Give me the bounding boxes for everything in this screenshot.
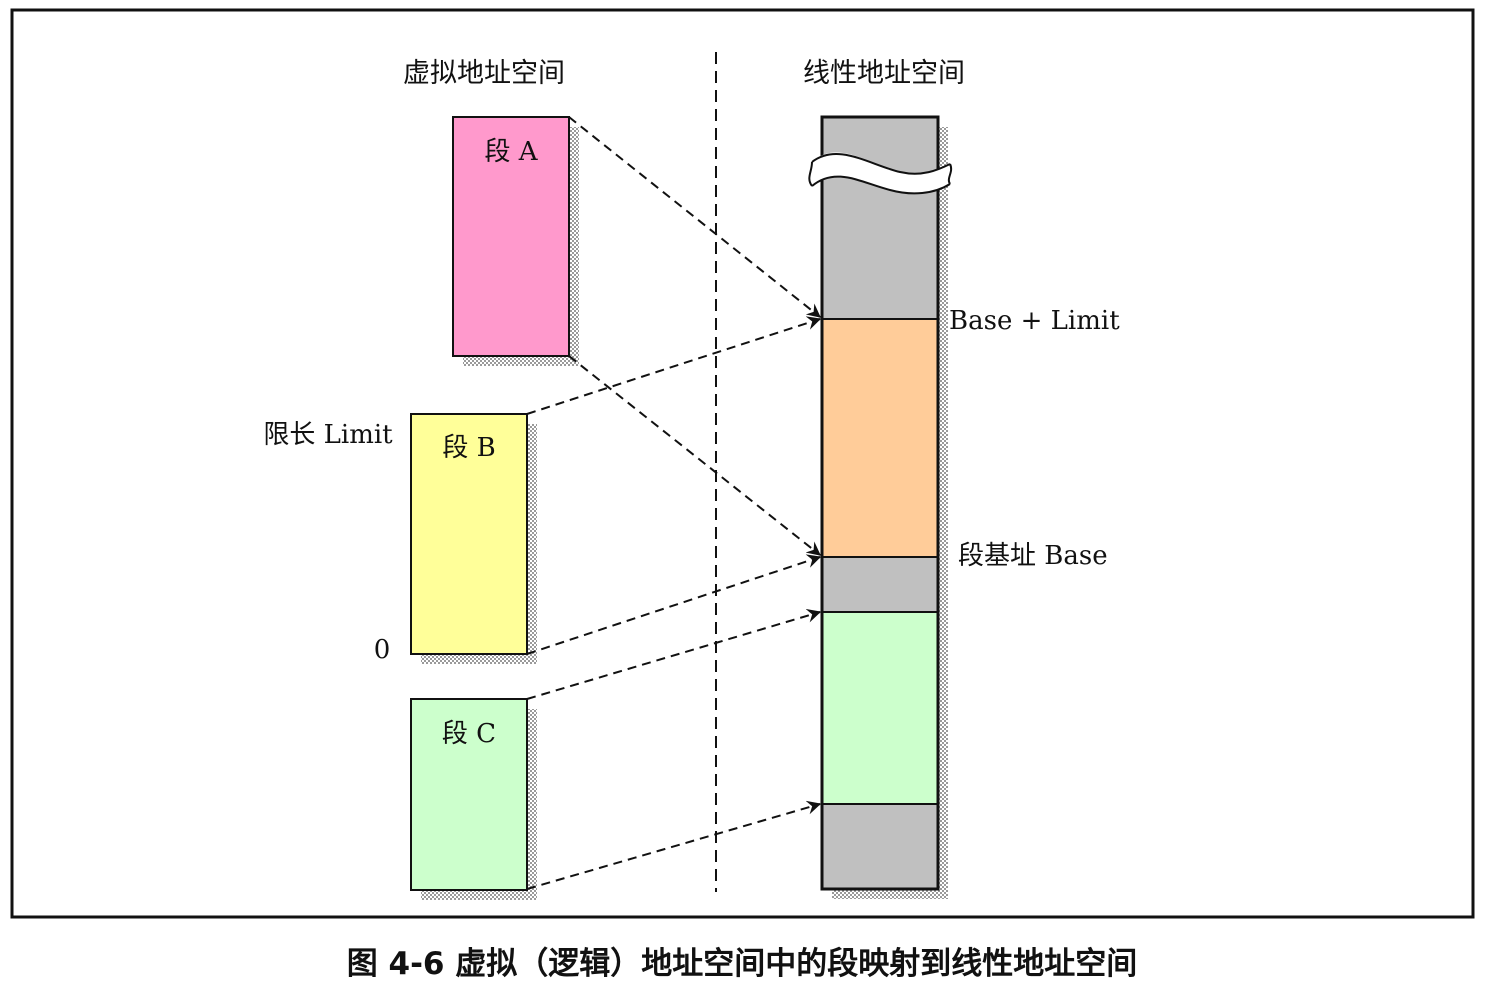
- break-line-top: [811, 153, 951, 175]
- linear-free-top: [822, 117, 938, 319]
- virtual-space-title: 虚拟地址空间: [403, 58, 565, 89]
- mapping-arrows: [526, 116, 822, 890]
- segment-b-box: [410, 413, 528, 655]
- segment-c: 段 C: [410, 698, 537, 900]
- linear-column-outline: [820, 115, 940, 891]
- linear-space-title: 线性地址空间: [803, 58, 965, 89]
- linear-free-middle: [822, 557, 938, 612]
- arrow-b-top: [526, 316, 822, 415]
- break-line-bottom: [811, 175, 951, 195]
- limit-label: 限长 Limit: [263, 420, 393, 450]
- segment-a-label: 段 A: [484, 137, 538, 167]
- break-edge-right: [947, 163, 953, 185]
- arrow-b-bottom: [526, 554, 822, 655]
- linear-segment-a-region: [822, 319, 938, 557]
- linear-address-column: [808, 115, 953, 899]
- arrow-a-top-to-base-limit: [568, 116, 821, 318]
- arrow-c-bottom: [526, 800, 822, 890]
- arrow-a-bottom-to-base: [568, 355, 821, 556]
- linear-free-bottom: [822, 804, 938, 889]
- linear-segment-c-region: [822, 612, 938, 804]
- base-limit-label: Base + Limit: [949, 306, 1120, 336]
- figure-caption: 图 4-6 虚拟（逻辑）地址空间中的段映射到线性地址空间: [347, 946, 1138, 982]
- break-fill: [810, 152, 952, 194]
- segment-c-label: 段 C: [442, 719, 496, 749]
- zero-label: 0: [374, 635, 391, 665]
- segment-b-label: 段 B: [442, 433, 495, 463]
- segment-base-label: 段基址 Base: [958, 541, 1108, 571]
- segment-b: 段 B: [410, 413, 537, 664]
- arrow-c-top: [526, 608, 822, 700]
- figure-frame: [10, 8, 1475, 919]
- segment-a-box: [452, 116, 570, 357]
- segment-c-box: [410, 698, 528, 891]
- segment-a: 段 A: [452, 116, 579, 366]
- break-edge-left: [808, 161, 813, 187]
